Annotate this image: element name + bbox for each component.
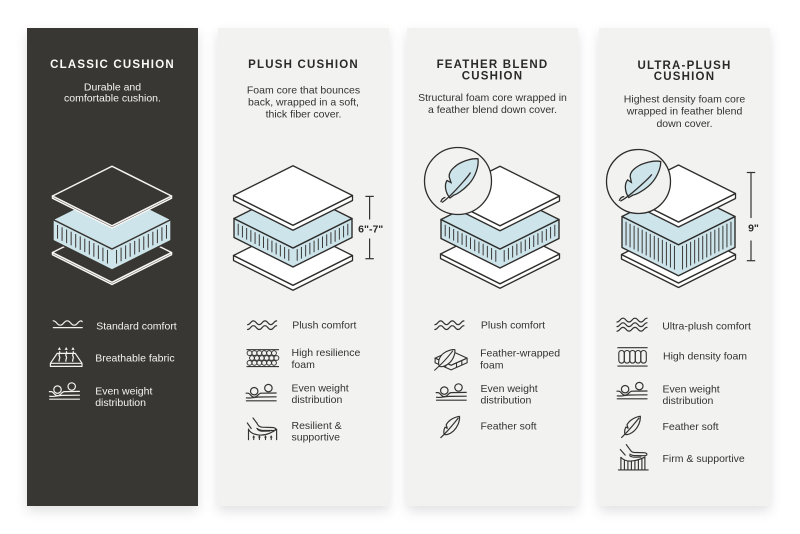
svg-text:down cover.: down cover. (656, 118, 712, 130)
svg-text:supportive: supportive (292, 432, 341, 444)
svg-text:Plush comfort: Plush comfort (292, 319, 356, 331)
svg-text:Feather soft: Feather soft (663, 421, 719, 433)
svg-text:distribution: distribution (663, 395, 714, 407)
svg-text:9": 9" (748, 223, 759, 235)
svg-text:Feather-wrapped: Feather-wrapped (480, 348, 560, 360)
svg-text:distribution: distribution (481, 395, 532, 407)
svg-text:Feather soft: Feather soft (481, 420, 537, 432)
svg-text:CUSHION: CUSHION (654, 71, 715, 83)
svg-text:Durable and: Durable and (84, 81, 141, 93)
svg-text:6"-7": 6"-7" (358, 224, 383, 236)
svg-text:comfortable cushion.: comfortable cushion. (64, 93, 161, 105)
svg-text:High resilience: High resilience (292, 347, 361, 359)
svg-text:Even weight: Even weight (292, 383, 349, 395)
svg-text:distribution: distribution (95, 397, 146, 409)
svg-text:Firm & supportive: Firm & supportive (663, 453, 745, 465)
svg-text:Standard comfort: Standard comfort (96, 320, 177, 332)
svg-text:Foam core that bounces: Foam core that bounces (247, 85, 360, 97)
svg-text:wrapped in feather blend: wrapped in feather blend (626, 106, 743, 118)
svg-text:High density foam: High density foam (663, 351, 747, 363)
svg-text:thick fiber cover.: thick fiber cover. (266, 109, 342, 121)
svg-text:back, wrapped in a soft,: back, wrapped in a soft, (248, 97, 359, 109)
svg-text:CLASSIC CUSHION: CLASSIC CUSHION (50, 59, 175, 71)
svg-text:foam: foam (292, 359, 316, 371)
svg-text:foam: foam (480, 359, 504, 371)
svg-text:Even weight: Even weight (481, 383, 538, 395)
svg-text:Highest density foam core: Highest density foam core (624, 94, 746, 106)
svg-text:ULTRA-PLUSH: ULTRA-PLUSH (637, 60, 731, 72)
svg-text:Structural foam core wrapped i: Structural foam core wrapped in (418, 92, 567, 104)
svg-text:Plush comfort: Plush comfort (481, 319, 545, 331)
svg-text:Even weight: Even weight (663, 383, 720, 395)
svg-text:CUSHION: CUSHION (462, 70, 523, 82)
svg-text:distribution: distribution (292, 394, 343, 406)
svg-text:Resilient &: Resilient & (292, 420, 342, 432)
svg-text:Ultra-plush comfort: Ultra-plush comfort (662, 320, 751, 332)
svg-text:a feather blend down cover.: a feather blend down cover. (428, 104, 557, 116)
svg-text:FEATHER BLEND: FEATHER BLEND (437, 59, 549, 71)
svg-text:Even weight: Even weight (95, 385, 152, 397)
svg-text:PLUSH CUSHION: PLUSH CUSHION (248, 59, 359, 71)
svg-text:Breathable fabric: Breathable fabric (95, 352, 174, 364)
